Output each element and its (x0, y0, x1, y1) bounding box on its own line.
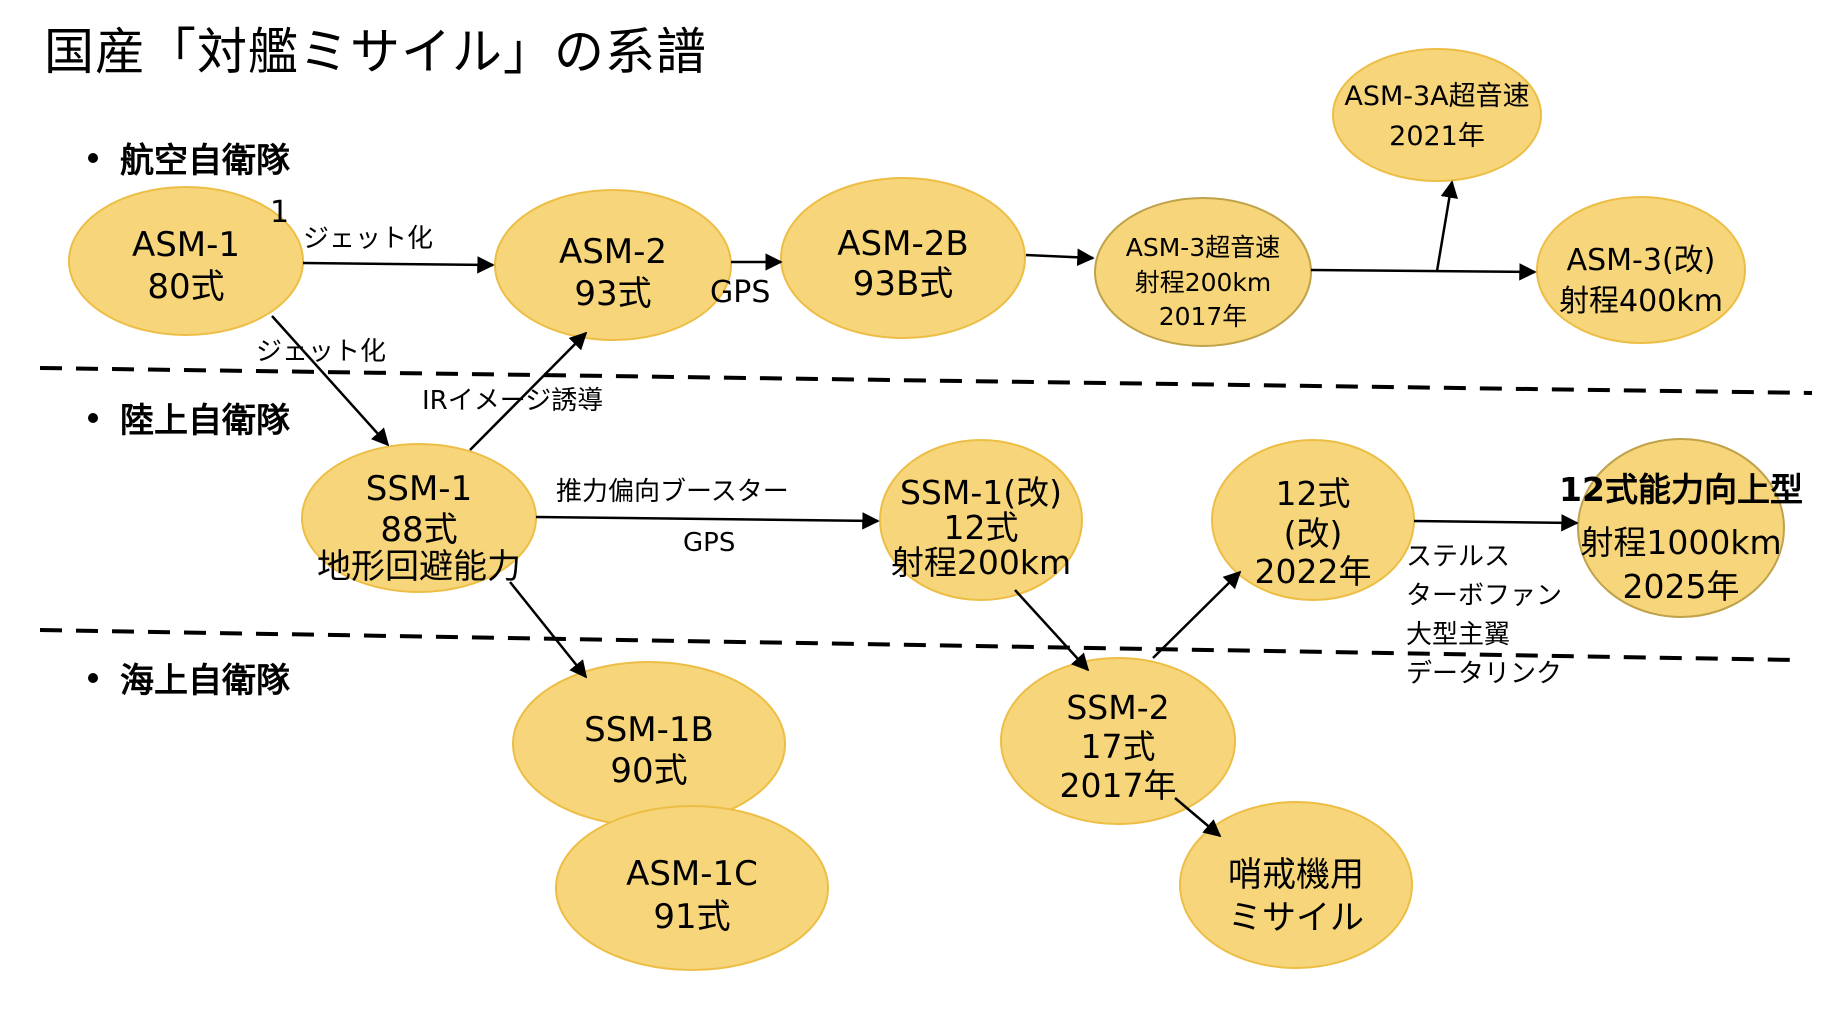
node-type12kai: 12式(改)2022年 (1211, 439, 1415, 601)
node-ellipse (68, 186, 304, 336)
edge-arrow-asm1-to-ssm1 (271, 315, 390, 447)
node-ellipse (494, 189, 732, 341)
node-text-line: 17式 (1081, 727, 1156, 766)
section-divider (39, 366, 1813, 395)
edge-label-datalink: データリンク (1406, 659, 1562, 689)
bullet-icon (88, 672, 98, 683)
edge-arrow-ssm1kai-to-ssm2 (1014, 589, 1090, 672)
edge-arrow-asm2b-to-asm3 (1025, 248, 1095, 267)
node-ellipse (1211, 439, 1415, 601)
node-text-line: ASM-3超音速 (1126, 233, 1280, 262)
node-text-line: SSM-1 (366, 469, 472, 509)
node-text-line: (改) (1284, 514, 1343, 553)
node-text-line: 2017年 (1159, 302, 1248, 331)
node-text-line: 射程1000km (1580, 523, 1781, 562)
node-asm3kai: ASM-3(改) 射程400km (1536, 196, 1746, 344)
node-text-line: ASM-3(改) (1567, 243, 1716, 278)
bullet-icon (88, 152, 98, 163)
node-text-line: 射程200km (891, 543, 1071, 582)
stray-label: 1 (270, 195, 289, 230)
edge-arrow-ssm2-to-type12kai (1152, 570, 1242, 659)
node-ellipse (1179, 801, 1413, 969)
node-text-line: 90式 (610, 751, 687, 791)
node-text-line: 80式 (147, 267, 224, 307)
node-ellipse (555, 805, 829, 971)
edge-arrow-type12kai-to-type12up (1413, 514, 1579, 532)
edge-label-stealth: ステルス (1406, 542, 1510, 572)
section-label: 航空自衛隊 (120, 141, 290, 181)
node-text-line: 2022年 (1255, 552, 1372, 591)
edge-label-gps-asm2b: GPS (710, 275, 770, 310)
edge-arrow-asm1-to-asm2 (302, 256, 495, 274)
edge-label-thrust-vector: 推力偏向ブースター (556, 477, 789, 507)
node-text-line: ASM-2 (559, 232, 667, 272)
node-text-line: 91式 (653, 897, 730, 937)
node-ellipse (1094, 197, 1312, 347)
node-text-line: 12式 (1276, 474, 1351, 513)
edge-label-turbofan: ターボファン (1406, 581, 1562, 611)
edge-label-jet-asm2: ジェット化 (303, 224, 433, 254)
node-ellipse (1000, 657, 1236, 825)
edge-arrow-ssm1-to-ssm1kai (535, 512, 880, 530)
edge-arrow-ssm1-to-ssm1b (509, 581, 588, 679)
node-text-line: ASM-2B (837, 224, 968, 264)
node-text-line: 哨戒機用 (1228, 855, 1364, 895)
edge-arrow-asm3-to-asm3kai (1310, 263, 1537, 281)
edge-label-large-wing: 大型主翼 (1406, 620, 1510, 650)
node-text-line: 2017年 (1060, 766, 1177, 805)
edge-arrow-ssm1-to-asm2 (469, 331, 588, 451)
edge-label-ir-guidance: IRイメージ誘導 (422, 386, 603, 416)
node-text-line: 88式 (380, 510, 457, 550)
node-text-line: SSM-1B (584, 710, 714, 750)
section-ground-self-defense-force: 陸上自衛隊 (88, 393, 290, 442)
section-label: 海上自衛隊 (120, 661, 290, 701)
node-text-line: 射程200km (1135, 268, 1272, 297)
node-text-line: ASM-1C (626, 854, 758, 894)
node-text-line: 12式 (944, 508, 1019, 547)
page-title: 国産「対艦ミサイル」の系譜 (44, 23, 707, 81)
node-ellipse (879, 439, 1083, 601)
section-label: 陸上自衛隊 (120, 401, 290, 441)
node-text-line: 2021年 (1389, 121, 1485, 152)
section-air-self-defense-force: 航空自衛隊 (88, 133, 290, 182)
node-text-line: ミサイル (1228, 898, 1364, 938)
edge-label-gps-ssm1kai: GPS (683, 528, 735, 558)
edge-arrow-ssm2-to-patrol (1174, 797, 1222, 838)
node-text-line: 2025年 (1623, 567, 1740, 606)
node-text-line: ASM-3A超音速 (1344, 81, 1529, 112)
section-divider (39, 628, 1796, 662)
node-text-line: 射程400km (1559, 284, 1723, 319)
node-text-line: 93B式 (853, 264, 954, 304)
node-ellipse (1536, 196, 1746, 344)
node-text-line: 12式能力向上型 (1559, 470, 1803, 509)
node-text-line: SSM-2 (1066, 688, 1169, 727)
bullet-icon (88, 412, 98, 423)
node-text-line: SSM-1(改) (900, 473, 1062, 512)
edge-label-jet-ssm1: ジェット化 (256, 337, 386, 367)
node-asm3a: ASM-3A超音速 2021年 (1332, 48, 1542, 182)
node-ellipse (1332, 48, 1542, 182)
node-text-line: 93式 (574, 274, 651, 314)
section-maritime-self-defense-force: 海上自衛隊 (88, 653, 290, 702)
node-text-line: ASM-1 (132, 225, 240, 265)
node-text-line: 地形回避能力 (317, 547, 521, 587)
edge-arrow-asm3-to-asm3a (1435, 180, 1459, 272)
